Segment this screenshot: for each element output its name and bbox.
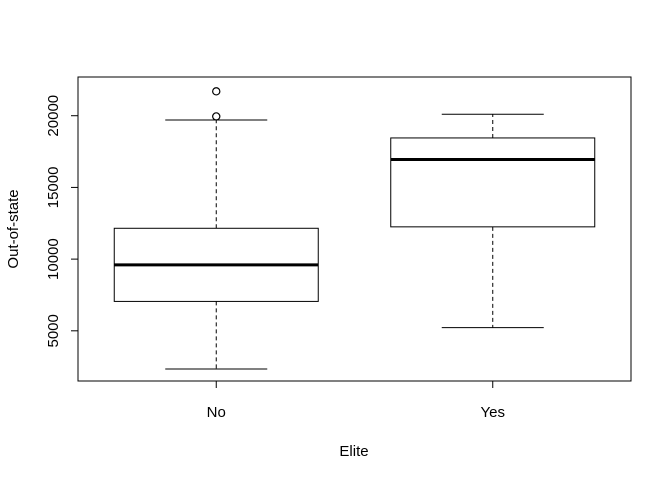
outlier-point	[212, 87, 221, 96]
y-tick-label: 15000	[45, 167, 62, 209]
y-axis: 5000 10000 15000 20000	[45, 95, 79, 347]
x-tick-label: No	[207, 404, 226, 421]
iqr-box	[390, 137, 596, 228]
x-tick-label: Yes	[481, 404, 505, 421]
y-tick-label: 5000	[45, 314, 62, 347]
y-tick-label: 20000	[45, 95, 62, 137]
box-yes	[390, 113, 596, 329]
y-axis-label: Out-of-state	[5, 189, 22, 268]
outlier-point	[212, 112, 221, 121]
x-axis: No Yes	[207, 380, 505, 421]
x-axis-label: Elite	[339, 443, 368, 460]
y-tick-label: 10000	[45, 238, 62, 280]
boxes-layer	[113, 87, 596, 370]
plot-frame	[77, 76, 632, 382]
box-no	[113, 87, 319, 370]
